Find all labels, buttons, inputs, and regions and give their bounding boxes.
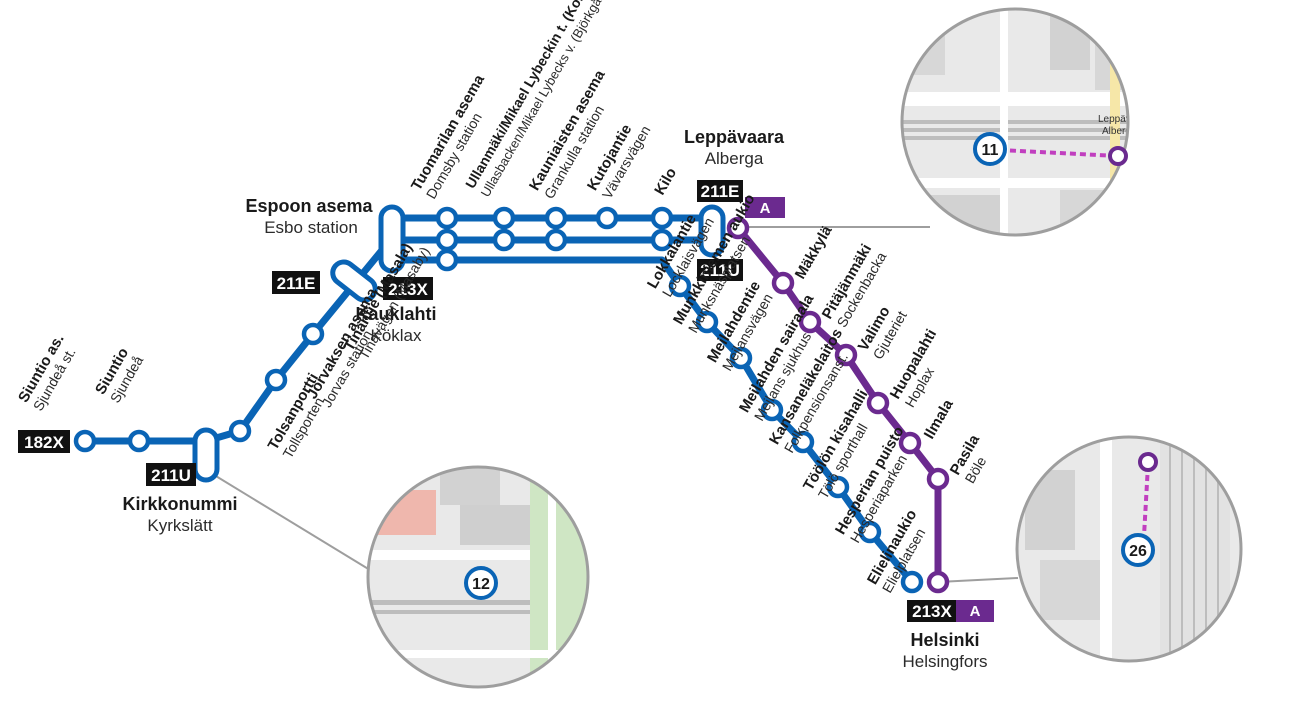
inset-alberga-label: Alberga [1102,126,1137,137]
capsule-kirkkonummi [192,427,220,483]
stop-huopalahti [866,391,890,415]
label-espoon-asema: Espoon asema Esbo station [245,196,373,237]
svg-text:11: 11 [982,142,999,159]
label-huopalahti: Huopalahti Hoplax [887,326,940,410]
label-kirkkonummi: Kirkkonummi Kyrkslätt [122,494,237,535]
inset-map-helsinki: 26 [1015,435,1243,663]
stop-elielinaukio [900,570,924,594]
stop-tinantie [301,322,325,346]
inset-helsinki-platform-marker [1121,533,1155,567]
svg-text:211U: 211U [700,261,740,280]
svg-text:211E: 211E [277,274,316,293]
inset-leppavaara-platform-marker [973,132,1007,166]
badge-211e-east: 211E [697,180,743,202]
label-siuntio-as: Siuntio as. Sjundeå st. [15,331,79,413]
stop-tuomarilan-1 [435,206,459,230]
svg-text:Kilo: Kilo [651,165,680,198]
svg-text:Ilmala: Ilmala [921,396,957,442]
stop-pasila [926,467,950,491]
stop-helsinki-a [926,570,950,594]
inset-connector-helsinki [937,577,1019,583]
svg-text:26: 26 [1129,543,1147,560]
stop-meilahden-sairaala [760,398,784,422]
stop-kansanelakelaitos [791,430,815,454]
badge-a-east: A [745,197,785,218]
stop-hesperian-puisto [858,520,882,544]
stop-jorvaksen-asema [264,368,288,392]
label-pasila: Pasila Böle [947,431,990,486]
stop-kauniaisten-1 [544,206,568,230]
stop-ilmala [898,431,922,455]
stop-kutojantie [595,206,619,230]
svg-text:Kauklahti: Kauklahti [355,304,436,324]
svg-text:Alberga: Alberga [705,149,764,168]
stop-tuomarilan-2 [435,228,459,252]
label-valimo: Valimo Gjuteriet [855,304,910,362]
capsule-espoon-asema [378,204,406,274]
svg-text:213X: 213X [388,280,428,299]
inset-connector-kirkkonummi [205,469,371,571]
badge-211u-east: 211U [697,259,743,281]
svg-text:A: A [970,603,981,620]
svg-text:Kyrkslätt: Kyrkslätt [147,516,212,535]
stop-kilo-1 [650,206,674,230]
svg-text:211E: 211E [701,182,740,201]
badge-211e-west: 211E [272,271,320,294]
stop-tuomarilan-3 [435,248,459,272]
svg-text:211U: 211U [151,466,191,485]
inset-leppavaara-stop [1108,146,1128,166]
stop-tolsanportti [228,419,252,443]
inset-leppavaara-label: Leppävaara [1098,114,1151,125]
stop-meilahdentie [729,346,753,370]
stop-kauniaisten-2 [544,228,568,252]
svg-text:Köklax: Köklax [370,326,422,345]
svg-text:182X: 182X [24,433,64,452]
badge-211u-west: 211U [146,463,196,486]
svg-text:Esbo station: Esbo station [264,218,358,237]
badge-213x-west: 213X [383,277,433,300]
inset-helsinki-stop [1138,452,1158,472]
inset-kirkkonummi-platform-marker [464,566,498,600]
inset-map-kirkkonummi: 12 [366,465,590,689]
stop-munkkiniemen-aukio [695,310,719,334]
label-ilmala: Ilmala [921,396,957,442]
svg-text:Leppävaara: Leppävaara [684,127,785,147]
label-kilo: Kilo [651,165,680,198]
stop-ullanmaki-2 [492,228,516,252]
svg-text:Helsingfors: Helsingfors [902,652,987,671]
stop-makkyla [771,271,795,295]
stop-siuntio-as [73,429,97,453]
label-siuntio: Siuntio Sjundeå [92,345,146,406]
stop-siuntio [127,429,151,453]
badge-213x-hki: 213X [907,600,957,622]
inset-map-leppavaara: Leppävaara Alberga 11 [900,7,1151,237]
badge-a-hki: A [956,600,994,622]
stop-ullanmaki-1 [492,206,516,230]
svg-text:A: A [760,200,771,217]
stop-toolon-kisahalli [826,475,850,499]
label-helsinki: Helsinki Helsingfors [902,630,987,671]
label-makkyla: Mäkkylä [792,222,836,282]
svg-text:Mäkkylä: Mäkkylä [792,222,836,282]
label-kauklahti: Kauklahti Köklax [355,304,436,345]
svg-text:213X: 213X [912,602,952,621]
capsule-leppavaara [698,204,726,258]
purple-stops [726,216,950,594]
svg-text:12: 12 [472,576,490,593]
label-leppavaara: Leppävaara Alberga [684,127,785,168]
svg-text:Helsinki: Helsinki [910,630,979,650]
stop-valimo [834,343,858,367]
blue-stops [73,206,924,594]
capsule-kauklahti [330,259,378,303]
badge-182x: 182X [18,430,70,453]
stop-lokkalantie [668,274,692,298]
stop-pitajanmaki [798,310,822,334]
stop-kilo-2 [650,228,674,252]
stop-leppavaara-a [726,216,750,240]
svg-text:Kirkkonummi: Kirkkonummi [122,494,237,514]
svg-text:Espoon asema: Espoon asema [245,196,373,216]
